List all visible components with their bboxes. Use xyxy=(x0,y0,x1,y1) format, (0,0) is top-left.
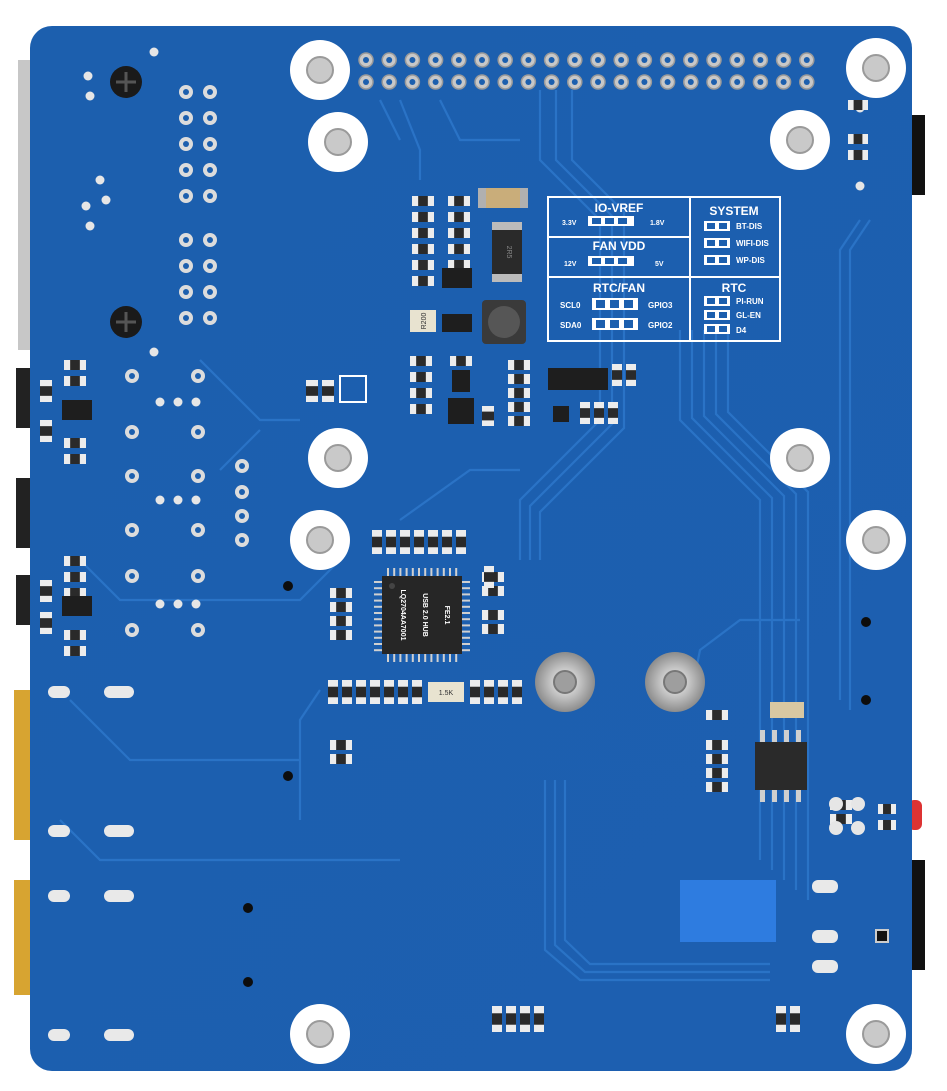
io-vref-title: IO-VREF xyxy=(595,201,644,215)
rtc-item-2: GL-EN xyxy=(736,311,761,320)
system-item-3: WP-DIS xyxy=(736,256,766,265)
mounting-holes xyxy=(290,38,906,1064)
rtc-item-1: PI-RUN xyxy=(736,297,764,306)
black-vias xyxy=(243,581,871,987)
rtc-fan-row1-right: GPIO3 xyxy=(648,301,673,310)
rtc-fan-title: RTC/FAN xyxy=(593,281,645,295)
system-item-1: BT-DIS xyxy=(736,222,763,231)
fan-vdd-title: FAN VDD xyxy=(593,239,646,253)
rtc-title: RTC xyxy=(722,281,747,295)
usb-hub-chip: FE2.1 USB 2.0 HUB LQ2704AA7001 xyxy=(374,568,470,662)
smd-components xyxy=(40,100,896,1032)
mounting-hole-top-right xyxy=(846,38,906,98)
resistor-label: R200 xyxy=(421,313,428,330)
usb-chip-line-2: USB 2.0 HUB xyxy=(421,593,428,637)
mounting-hole-bottom-left xyxy=(290,1004,350,1064)
fan-vdd-left: 12V xyxy=(564,261,577,268)
system-title: SYSTEM xyxy=(709,204,758,218)
small-chip-label: 1.5K xyxy=(439,690,454,697)
nfc-area xyxy=(680,880,776,942)
gpio-header-pads xyxy=(358,52,815,90)
usb-chip-line-1: FE2.1 xyxy=(443,606,450,625)
square-pad xyxy=(875,929,889,943)
oval-pads xyxy=(48,686,838,1041)
mounting-hole-top-left xyxy=(290,40,350,100)
io-vref-right: 1.8V xyxy=(650,220,665,227)
mounting-hole-bottom-right xyxy=(846,1004,906,1064)
rtc-fan-row2-left: SDA0 xyxy=(560,321,582,330)
ics: 2R5 R200 1.5K xyxy=(62,188,807,802)
rtc-item-3: D4 xyxy=(736,326,747,335)
rtc-fan-row2-right: GPIO2 xyxy=(648,321,673,330)
fan-vdd-right: 5V xyxy=(655,261,664,268)
rtc-fan-row1-left: SCL0 xyxy=(560,301,581,310)
pcb-board xyxy=(30,26,912,1071)
silkscreen-table: IO-VREF 3.3V 1.8V FAN VDD 12V 5V RTC/FAN… xyxy=(547,196,781,342)
system-item-2: WIFI-DIS xyxy=(736,239,770,248)
left-pads xyxy=(81,47,865,637)
screws xyxy=(110,66,142,338)
m2-standoffs xyxy=(535,652,705,712)
usb-chip-line-3: LQ2704AA7001 xyxy=(399,590,406,641)
io-vref-left: 3.3V xyxy=(562,220,577,227)
inductor-label: 2R5 xyxy=(505,246,512,259)
